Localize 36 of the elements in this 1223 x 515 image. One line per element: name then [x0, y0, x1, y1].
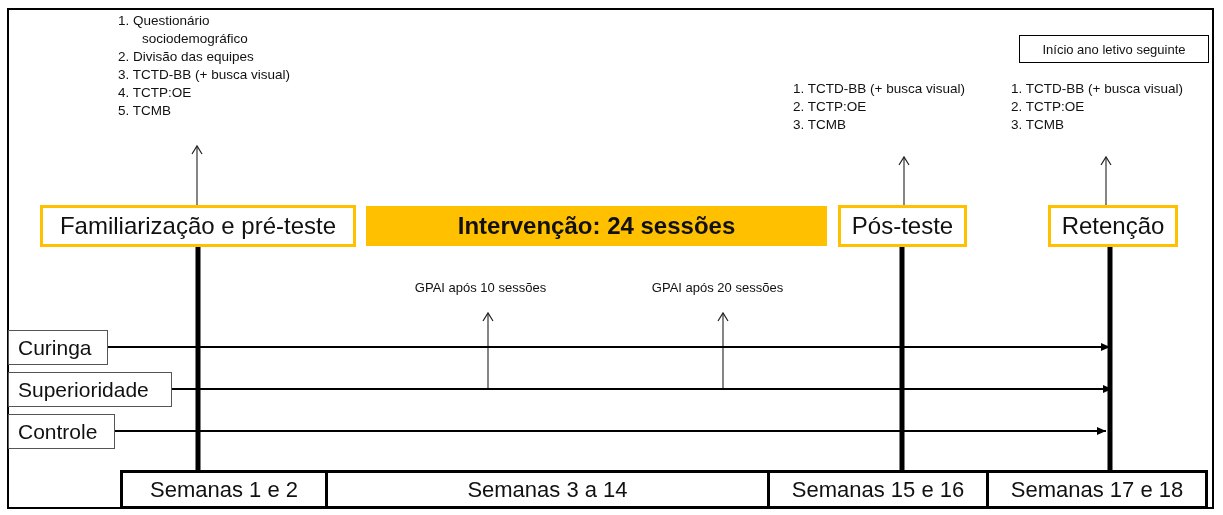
list-item: 2. TCTP:OE [793, 98, 868, 116]
phase-label: Retenção [1048, 205, 1178, 247]
arrow [114, 427, 1107, 435]
list-item: 4. TCTP:OE [118, 84, 193, 102]
arrow [1100, 156, 1112, 206]
list-item: 5. TCMB [118, 102, 172, 120]
arrow [107, 343, 1111, 351]
week-cell: Semanas 17 e 18 [986, 470, 1208, 509]
list-item: 2. Divisão das equipes [118, 48, 254, 66]
list-item: 1. Questionário sociodemográfico [118, 12, 249, 48]
note-label: Início ano letivo seguinte [1019, 35, 1209, 63]
phase-label: Familiarização e pré-teste [40, 205, 356, 247]
list-item: 3. TCMB [793, 116, 847, 134]
group-label: Superioridade [8, 372, 172, 407]
connector-line [195, 247, 201, 470]
week-cell: Semanas 1 e 2 [120, 470, 328, 509]
connector-line [1107, 247, 1113, 470]
annotation-text: GPAI após 20 sessões [630, 280, 805, 297]
list-item: 1. TCTD-BB (+ busca visual) [793, 80, 965, 98]
list-item: 3. TCMB [1011, 116, 1065, 134]
list-item: 2. TCTP:OE [1011, 98, 1086, 116]
arrow [171, 385, 1113, 393]
annotation-text: GPAI após 10 sessões [393, 280, 568, 297]
list-item: 1. TCTD-BB (+ busca visual) [1011, 80, 1183, 98]
arrow [898, 156, 910, 206]
phase-label: Pós-teste [838, 205, 967, 247]
week-cell: Semanas 15 e 16 [767, 470, 989, 509]
list-item: 3. TCTD-BB (+ busca visual) [118, 66, 290, 84]
intervention-banner: Intervenção: 24 sessões [366, 206, 827, 246]
arrow [482, 312, 494, 390]
arrow [717, 312, 729, 390]
arrow [191, 145, 203, 206]
group-label: Controle [8, 414, 115, 449]
week-cell: Semanas 3 a 14 [325, 470, 770, 509]
group-label: Curinga [8, 330, 108, 365]
connector-line [899, 247, 905, 470]
